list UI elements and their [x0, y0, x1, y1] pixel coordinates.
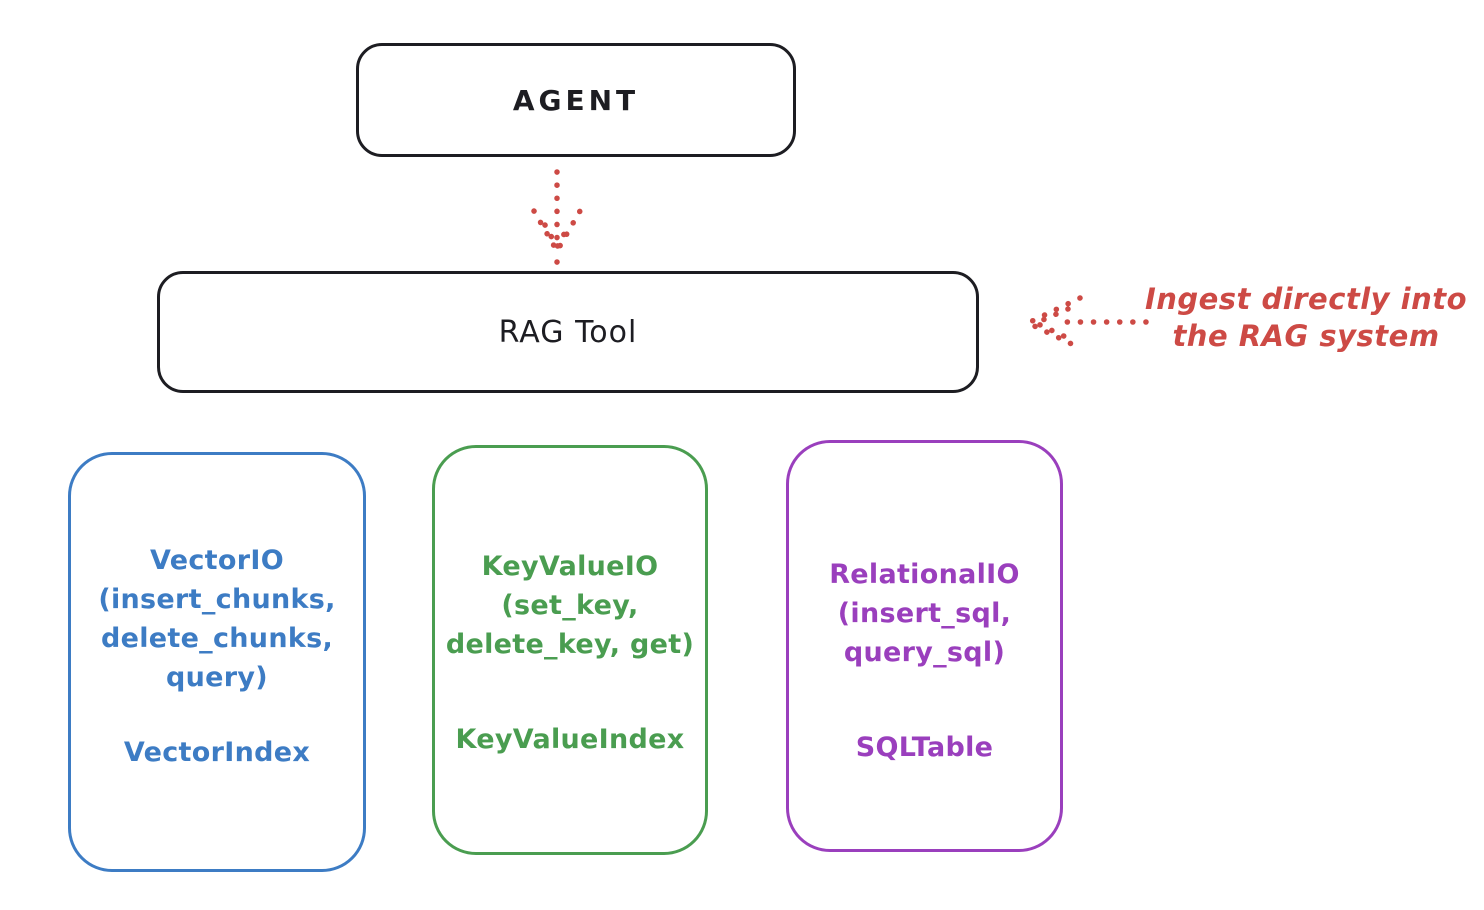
keyvalueio-index-label: KeyValueIndex — [455, 724, 685, 755]
vectorio-line: (insert_chunks, — [98, 584, 336, 615]
spacer — [71, 697, 363, 733]
ingest-annotation: Ingest directly into the RAG system — [1138, 281, 1474, 355]
vectorio-index-label: VectorIndex — [123, 737, 311, 768]
ingest-annotation-line1: Ingest directly into — [1144, 282, 1468, 316]
dotted-left-arrow-icon — [1025, 295, 1149, 351]
vectorio-line: delete_chunks, — [100, 623, 334, 654]
vectorio-line: VectorIO — [150, 545, 284, 576]
keyvalueio-box: KeyValueIO (set_key, delete_key, get) Ke… — [432, 445, 708, 855]
vectorio-line: query) — [166, 662, 268, 693]
relationalio-box: RelationalIO (insert_sql, query_sql) SQL… — [786, 440, 1063, 852]
agent-node-label: AGENT — [512, 83, 640, 117]
rag-tool-node: RAG Tool — [157, 271, 979, 393]
ingest-annotation-line2: the RAG system — [1172, 319, 1440, 353]
relationalio-line: RelationalIO — [829, 559, 1020, 590]
keyvalueio-line: (set_key, — [501, 590, 639, 621]
relationalio-line: (insert_sql, — [837, 598, 1012, 629]
keyvalueio-line: KeyValueIO — [481, 551, 659, 582]
dotted-down-arrow-icon — [531, 169, 583, 265]
vectorio-box: VectorIO (insert_chunks, delete_chunks, … — [68, 452, 366, 872]
keyvalueio-line: delete_key, get) — [445, 629, 695, 660]
agent-node: AGENT — [356, 43, 796, 157]
relationalio-line: query_sql) — [843, 637, 1006, 668]
rag-tool-node-label: RAG Tool — [498, 314, 638, 350]
relationalio-index-label: SQLTable — [855, 732, 994, 763]
spacer — [789, 672, 1060, 728]
spacer — [435, 664, 705, 720]
